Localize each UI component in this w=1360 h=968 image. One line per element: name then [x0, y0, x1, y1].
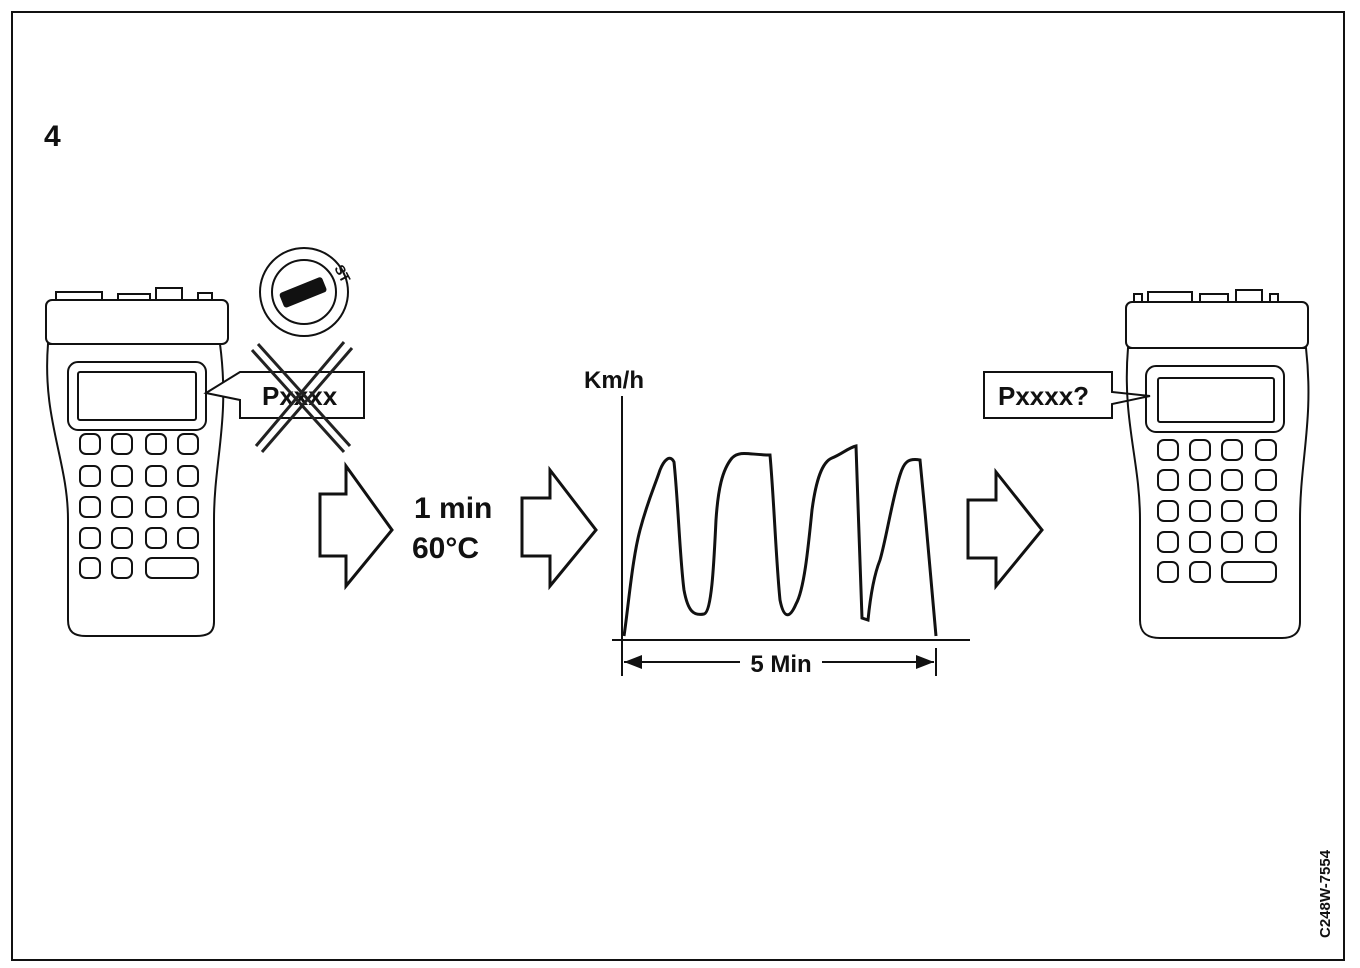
duration-arrowhead-right [916, 655, 934, 669]
wait-temperature: 60°C [412, 532, 479, 565]
arrow-right-icon [966, 467, 1044, 591]
right-display-callout: Pxxxx? [983, 371, 1151, 419]
right-scan-tool [1125, 289, 1310, 639]
step-number: 4 [44, 120, 61, 153]
wait-duration: 1 min [414, 492, 492, 525]
left-scan-tool [45, 287, 229, 637]
left-keypad [79, 433, 199, 579]
figure-frame [11, 11, 1345, 961]
arrow-right-icon [520, 465, 598, 591]
ignition-st-label: ST [331, 262, 354, 286]
graph-y-axis-label: Km/h [584, 367, 644, 394]
cross-out-mark [250, 341, 354, 454]
ignition-switch-icon: ST [259, 247, 354, 337]
figure-code: C248W-7554 [1317, 849, 1334, 938]
duration-arrowhead-left [624, 655, 642, 669]
graph-duration-label: 5 Min [750, 651, 811, 678]
right-display-code: Pxxxx? [998, 381, 1089, 411]
arrow-right-icon [318, 461, 394, 591]
right-keypad [1157, 439, 1277, 583]
speed-graph: Km/h 5 Min [584, 367, 970, 678]
speed-trace [622, 444, 938, 637]
left-display-callout: Pxxxx [203, 341, 365, 454]
